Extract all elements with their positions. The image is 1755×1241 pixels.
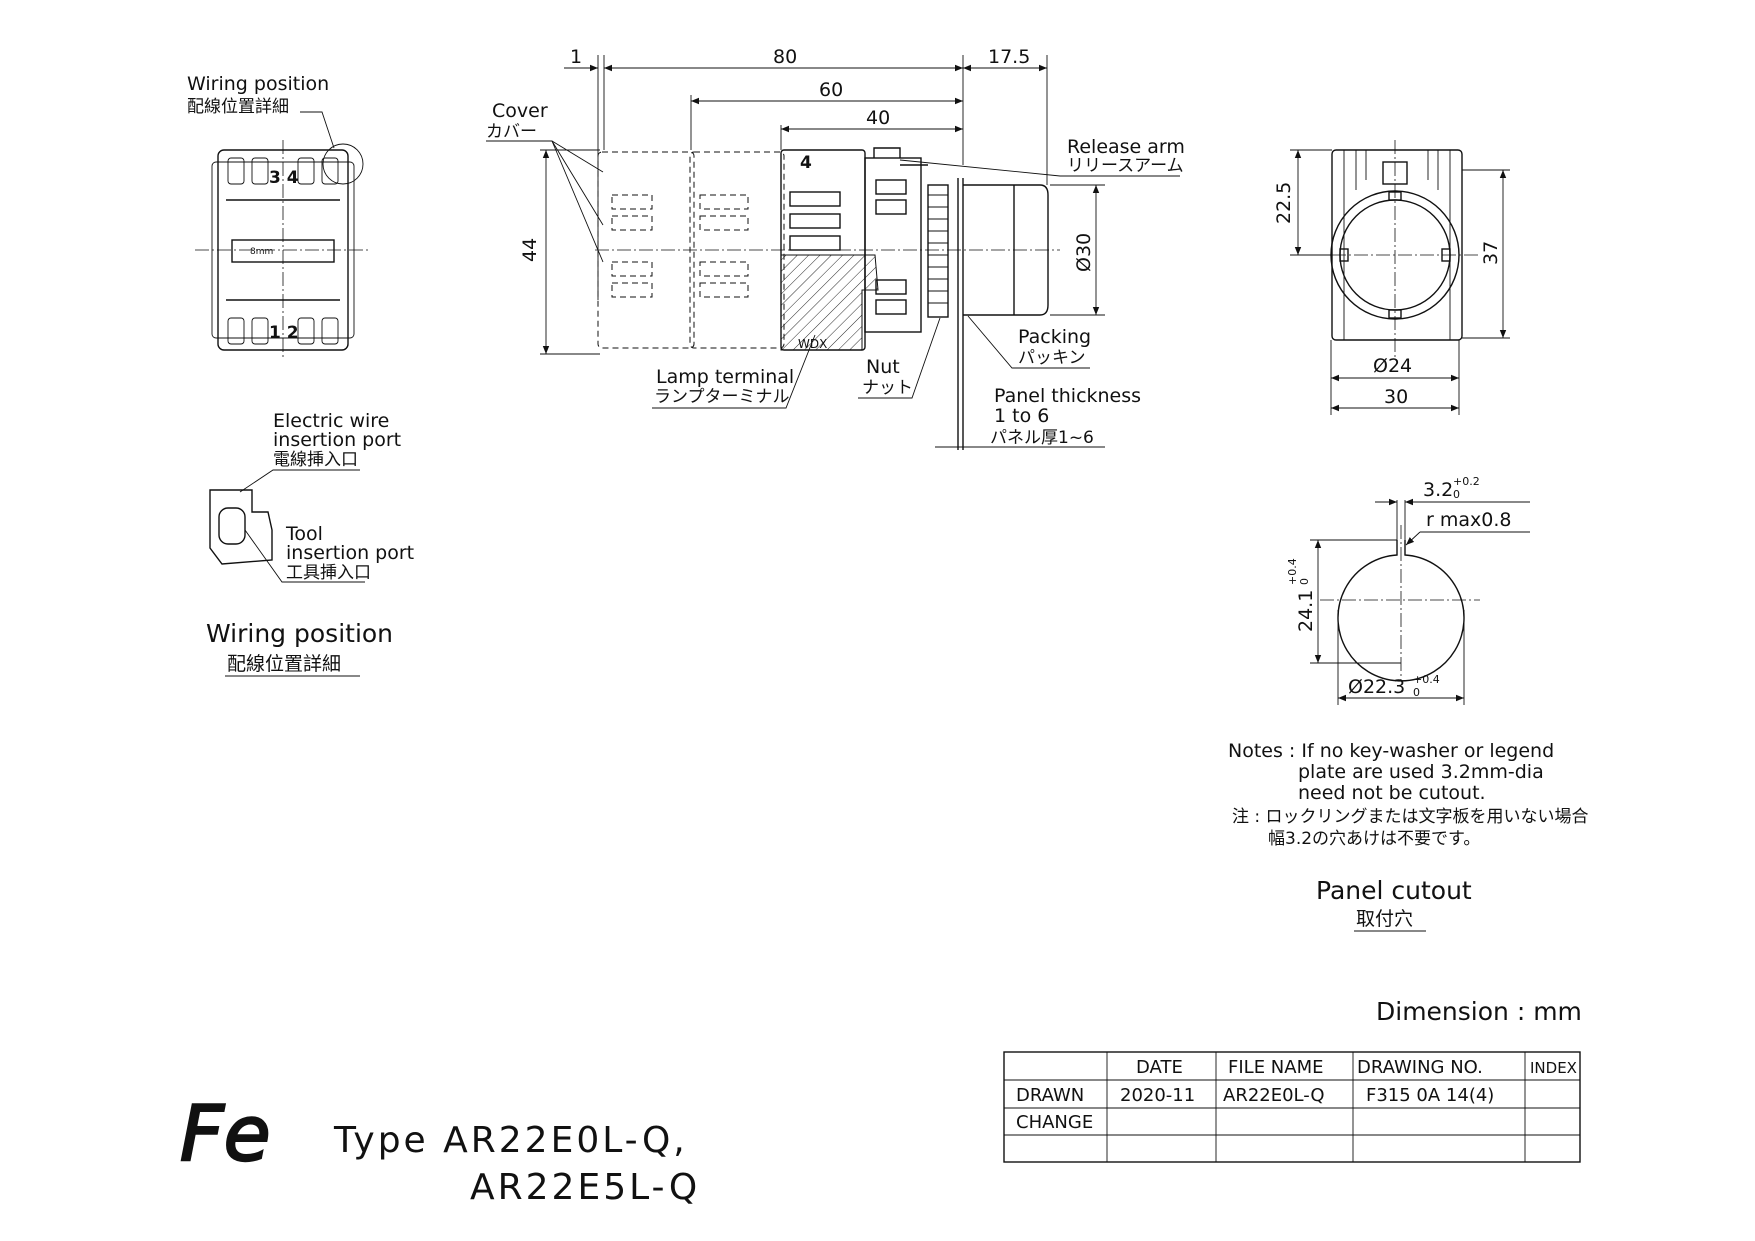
module-1-outline	[597, 151, 695, 349]
lamp-terminal-leader	[652, 334, 816, 409]
dim-d22-3-tol-lo: 0	[1413, 686, 1420, 699]
port-detail: Electric wire insertion port 電線挿入口 Tool …	[206, 410, 414, 677]
cutout-title-en: Panel cutout	[1316, 876, 1472, 905]
header-date: DATE	[1136, 1057, 1183, 1078]
header-index: INDEX	[1530, 1059, 1577, 1077]
note-line-2: plate are used 3.2mm-dia	[1298, 761, 1544, 783]
wire-port-label-jp: 電線挿入口	[273, 450, 358, 470]
type-line-2: AR22E5L-Q	[470, 1167, 700, 1208]
row-drawn-date: 2020-11	[1120, 1085, 1195, 1106]
wire-port-label-en-1: Electric wire	[273, 410, 389, 432]
nut-label-en: Nut	[866, 356, 900, 378]
strip-mark: 8mm	[250, 247, 273, 257]
wire-port-label-en-2: insertion port	[273, 429, 401, 451]
note-jp-line-2: 幅3.2の穴あけは不要です。	[1268, 829, 1480, 849]
panel-thickness-label-en-1: Panel thickness	[994, 385, 1141, 407]
wiring-title-en: Wiring position	[206, 619, 393, 648]
dim-24-1: 24.1	[1295, 590, 1317, 632]
row-change-label: CHANGE	[1016, 1112, 1093, 1133]
fuji-logo: Fe	[180, 1089, 270, 1178]
type-line-1: Type AR22E0L-Q,	[333, 1120, 688, 1161]
packing-label-jp: パッキン	[1018, 348, 1086, 368]
top-terminal-row	[226, 157, 340, 201]
packing-label-en: Packing	[1018, 326, 1091, 348]
cover-leader	[486, 140, 604, 226]
row-drawn-file: AR22E0L-Q	[1223, 1085, 1325, 1106]
dim-30: 30	[1384, 386, 1408, 408]
dim-40: 40	[866, 107, 890, 129]
release-arm-label-en: Release arm	[1067, 136, 1185, 158]
dim-d24: Ø24	[1373, 355, 1412, 377]
dim-d22-3: Ø22.3	[1348, 676, 1405, 698]
wiring-title-jp: 配線位置詳細	[227, 653, 341, 675]
release-arm-shape	[873, 147, 901, 158]
side-view: 80 1 17.5 60 40 44 Cover カバー	[486, 46, 1185, 450]
panel-cutout: 3.2 +0.2 0 r max0.8 24.1 +0.4 0 Ø22.3 +0…	[1286, 475, 1530, 705]
header-drawing-no: DRAWING NO.	[1357, 1057, 1483, 1078]
cutout-outline	[1337, 540, 1465, 682]
tool-port-shape	[218, 507, 246, 545]
release-arm-leader	[899, 159, 1180, 177]
detail-leader	[300, 111, 335, 149]
detail-circle	[322, 143, 364, 185]
dim-22-5: 22.5	[1273, 182, 1295, 224]
note-line-1: Notes : If no key-washer or legend	[1228, 740, 1554, 762]
dim-1: 1	[570, 46, 582, 68]
dim-3-2-tol-hi: +0.2	[1453, 475, 1480, 488]
brand: Fe Type AR22E0L-Q, AR22E5L-Q	[179, 1088, 700, 1208]
lamp-terminal-label-jp: ランプターミナル	[654, 387, 790, 407]
note-jp-line-1: 注 : ロックリングまたは文字板を用いない場合	[1232, 807, 1589, 827]
dim-3-2: 3.2	[1423, 479, 1453, 501]
wdx-mark: WDX	[798, 337, 827, 351]
terminal-label-4: 4	[800, 153, 812, 173]
bottom-terminal-row	[226, 299, 340, 345]
cutout-title-jp: 取付穴	[1356, 908, 1413, 930]
notes: Notes : If no key-washer or legend plate…	[1228, 740, 1589, 932]
port-outline	[209, 489, 273, 565]
row-drawn-number: F315 0A 14(4)	[1366, 1085, 1494, 1106]
cover-label-jp: カバー	[486, 122, 537, 142]
row-drawn-label: DRAWN	[1016, 1085, 1084, 1106]
cover-label-en: Cover	[492, 100, 548, 122]
dim-24-1-tol-hi: +0.4	[1286, 558, 1299, 585]
wiring-detail-label-en: Wiring position	[187, 73, 329, 95]
front-body	[1331, 149, 1463, 341]
dim-44: 44	[519, 238, 541, 262]
contact-block	[864, 157, 922, 333]
lamp-terminal-label-en: Lamp terminal	[656, 366, 794, 388]
nut-leader	[858, 317, 941, 399]
dim-24-1-tol-lo: 0	[1298, 578, 1311, 585]
dim-d22-3-tol-hi: +0.4	[1413, 673, 1440, 686]
front-view: 22.5 37 Ø24 30	[1273, 140, 1510, 415]
panel-thickness-label-en-2: 1 to 6	[994, 405, 1049, 427]
dim-d30: Ø30	[1073, 233, 1095, 272]
nut-shape	[927, 184, 949, 318]
dim-60: 60	[819, 79, 843, 101]
dim-17-5: 17.5	[988, 46, 1030, 68]
wiring-position-view: Wiring position 配線位置詳細 3 4 8mm 1 2	[187, 73, 370, 360]
wire-port-leader	[239, 469, 360, 493]
terminal-label-34: 3 4	[269, 168, 299, 188]
dimension-unit: Dimension : mm	[1376, 997, 1582, 1026]
terminal-label-12: 1 2	[269, 323, 299, 343]
header-file-name: FILE NAME	[1228, 1057, 1323, 1078]
wiring-detail-label-jp: 配線位置詳細	[187, 97, 289, 117]
dim-37: 37	[1480, 241, 1502, 265]
dim-80: 80	[773, 46, 797, 68]
dim-3-2-tol-lo: 0	[1453, 488, 1460, 501]
tool-port-label-jp: 工具挿入口	[286, 563, 371, 583]
packing-leader	[967, 315, 1090, 369]
release-arm-label-jp: リリースアーム	[1067, 156, 1184, 176]
title-block: DATE FILE NAME DRAWING NO. INDEX DRAWN 2…	[1003, 1051, 1581, 1163]
r-max-label: r max0.8	[1426, 509, 1511, 531]
tool-port-leader	[244, 529, 365, 583]
tool-port-label-en-1: Tool	[285, 523, 323, 545]
tool-port-label-en-2: insertion port	[286, 542, 414, 564]
nut-label-jp: ナット	[862, 378, 913, 398]
section-hatch	[780, 254, 879, 351]
panel-thickness-label-jp: パネル厚1~6	[990, 428, 1094, 448]
note-line-3: need not be cutout.	[1298, 782, 1486, 804]
